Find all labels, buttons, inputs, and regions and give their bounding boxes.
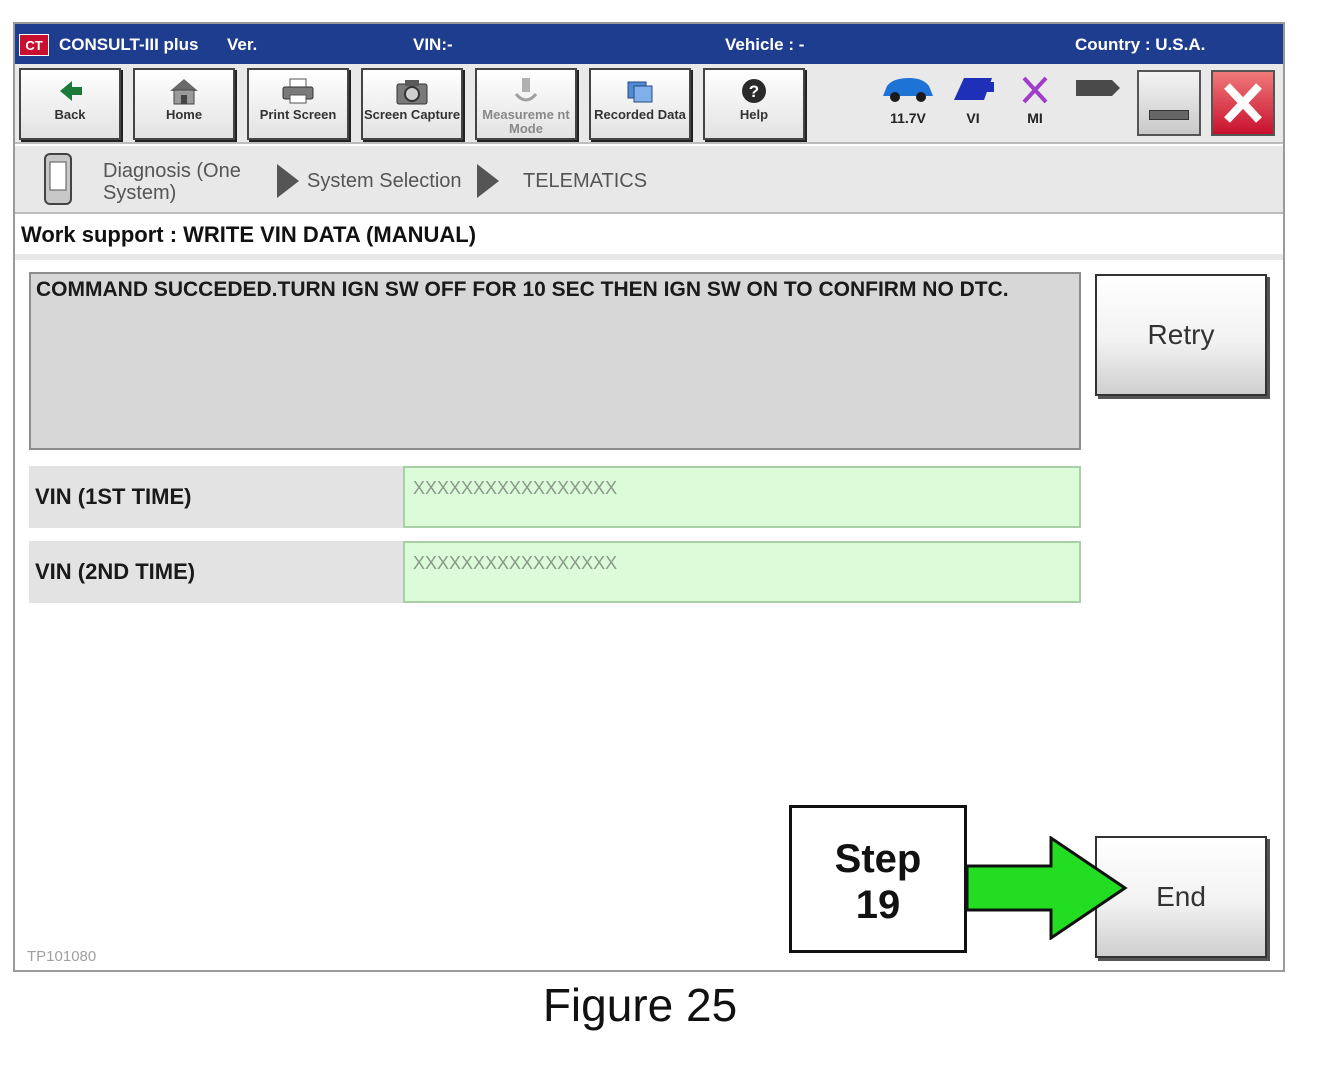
vin-first-input[interactable]: XXXXXXXXXXXXXXXXX (403, 466, 1081, 528)
green-arrow-icon (965, 836, 1128, 940)
recorded-data-button[interactable]: Recorded Data (589, 68, 691, 140)
recorded-data-icon (627, 81, 653, 103)
consult-app-window: CT CONSULT-III plus Ver. VIN:- Vehicle :… (13, 22, 1285, 972)
connector-icon (1076, 80, 1120, 96)
title-bar: CT CONSULT-III plus Ver. VIN:- Vehicle :… (15, 24, 1283, 64)
breadcrumb: Diagnosis (One System) System Selection … (15, 146, 1283, 214)
version-label: Ver. (227, 35, 258, 54)
vin-second-row: VIN (2ND TIME) XXXXXXXXXXXXXXXXX (29, 541, 1081, 603)
mi-status: MI (1005, 68, 1065, 140)
home-button[interactable]: Home (133, 68, 235, 140)
vin-first-row: VIN (1ST TIME) XXXXXXXXXXXXXXXXX (29, 466, 1081, 528)
vin-second-label: VIN (2ND TIME) (29, 541, 403, 603)
close-button[interactable] (1211, 70, 1275, 136)
toolbar: Back Home Print Screen Screen (15, 64, 1283, 144)
retry-button[interactable]: Retry (1095, 274, 1267, 396)
minimize-button[interactable] (1137, 70, 1201, 136)
screen-capture-button[interactable]: Screen Capture (361, 68, 463, 140)
vehicle-label: Vehicle : - (725, 35, 805, 54)
breadcrumb-arrow-icon (477, 164, 499, 198)
connector-status (1065, 68, 1129, 140)
vin-label: VIN:- (413, 35, 453, 54)
step-number: 19 (855, 883, 901, 927)
back-button[interactable]: Back (19, 68, 121, 140)
vi-device-icon (954, 78, 994, 100)
camera-icon (396, 80, 428, 105)
measurement-mode-button[interactable]: Measureme nt Mode (475, 68, 577, 140)
vi-status: VI (943, 68, 1003, 140)
app-name: CONSULT-III plus (59, 35, 199, 54)
country-label: Country : U.S.A. (1075, 35, 1206, 54)
help-icon: ? (742, 79, 766, 103)
breadcrumb-arrow-icon (277, 164, 299, 198)
figure-caption: Figure 25 (542, 979, 738, 1031)
consult-logo-icon: CT (19, 34, 49, 56)
vin-second-input[interactable]: XXXXXXXXXXXXXXXXX (403, 541, 1081, 603)
measurement-icon (514, 78, 538, 102)
end-button[interactable]: End (1095, 836, 1267, 958)
car-icon (883, 78, 933, 102)
diagnosis-device-icon (44, 153, 72, 205)
battery-status: 11.7V (873, 68, 943, 140)
print-screen-button[interactable]: Print Screen (247, 68, 349, 140)
printer-icon (282, 78, 314, 104)
step-callout: Step 19 (789, 805, 967, 953)
minimize-icon (1149, 110, 1189, 120)
divider (15, 254, 1283, 260)
back-arrow-icon (60, 81, 82, 101)
help-button[interactable]: ? Help (703, 68, 805, 140)
step-word: Step (834, 837, 922, 881)
svg-text:?: ? (749, 82, 759, 101)
home-icon (170, 79, 198, 105)
breadcrumb-item-telematics: TELEMATICS (523, 170, 648, 192)
breadcrumb-item-system-selection[interactable]: System Selection (307, 170, 462, 192)
vin-first-label: VIN (1ST TIME) (29, 466, 403, 528)
page-title: Work support : WRITE VIN DATA (MANUAL) (21, 222, 477, 247)
close-icon (1224, 83, 1262, 123)
mi-disconnected-icon (1022, 76, 1048, 104)
command-message: COMMAND SUCCEDED.TURN IGN SW OFF FOR 10 … (29, 272, 1081, 450)
screen-code: TP101080 (27, 948, 97, 965)
breadcrumb-item-diagnosis[interactable]: Diagnosis (One System) (103, 160, 241, 204)
